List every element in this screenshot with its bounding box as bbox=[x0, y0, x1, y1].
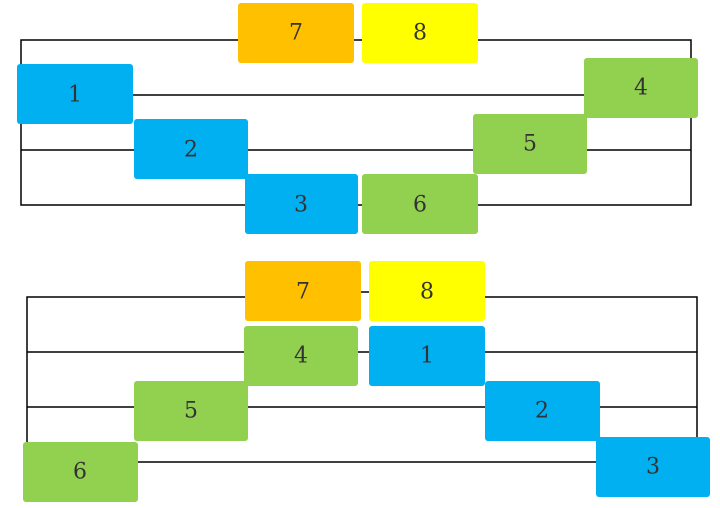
bottom-block-8: 8 bbox=[369, 261, 485, 321]
top-block-2-label: 2 bbox=[184, 138, 198, 163]
bottom-block-7-box bbox=[245, 261, 361, 321]
top-block-7-box bbox=[238, 3, 354, 63]
top-block-6-label: 6 bbox=[413, 193, 427, 218]
top-block-6: 6 bbox=[362, 174, 478, 234]
top-block-8: 8 bbox=[362, 3, 478, 63]
top-block-7-label: 7 bbox=[289, 21, 303, 46]
top-block-1: 1 bbox=[17, 64, 133, 124]
bottom-diagram: 7 8 4 1 5 2 6 3 bbox=[23, 261, 710, 502]
top-block-7: 7 bbox=[238, 3, 354, 63]
bottom-block-4-label: 4 bbox=[294, 344, 308, 369]
bottom-block-7: 7 bbox=[245, 261, 361, 321]
bottom-block-1-label: 1 bbox=[420, 344, 434, 369]
bottom-block-6: 6 bbox=[23, 442, 138, 502]
bottom-block-2-box bbox=[485, 381, 600, 441]
top-block-4-box bbox=[584, 58, 698, 118]
top-block-3-label: 3 bbox=[294, 193, 308, 218]
top-block-1-label: 1 bbox=[68, 83, 82, 108]
top-block-2: 2 bbox=[134, 119, 248, 179]
top-block-2-box bbox=[134, 119, 248, 179]
top-block-8-label: 8 bbox=[413, 21, 427, 46]
top-block-8-box bbox=[362, 3, 478, 63]
top-block-1-box bbox=[17, 64, 133, 124]
bottom-block-6-label: 6 bbox=[73, 460, 87, 485]
bottom-block-7-label: 7 bbox=[296, 280, 310, 305]
top-outer-frame-right bbox=[478, 39, 692, 206]
bottom-block-5: 5 bbox=[134, 381, 248, 441]
bottom-block-2-label: 2 bbox=[535, 399, 549, 424]
bottom-block-3-box bbox=[596, 437, 710, 497]
top-block-5-label: 5 bbox=[523, 132, 537, 157]
top-diagram: 7 8 1 4 2 5 3 6 bbox=[17, 3, 698, 234]
top-block-3-box bbox=[245, 174, 358, 234]
top-block-5: 5 bbox=[473, 114, 587, 174]
top-block-3: 3 bbox=[245, 174, 358, 234]
bottom-block-6-box bbox=[23, 442, 138, 502]
bottom-block-5-box bbox=[134, 381, 248, 441]
bottom-outer-frame-right bbox=[485, 296, 698, 437]
top-block-4-label: 4 bbox=[634, 76, 648, 101]
bottom-outer-frame-left bbox=[26, 296, 245, 442]
bottom-block-2: 2 bbox=[485, 381, 600, 441]
bottom-block-1-box bbox=[369, 326, 485, 386]
top-block-5-box bbox=[473, 114, 587, 174]
bottom-block-5-label: 5 bbox=[184, 399, 198, 424]
bottom-block-8-label: 8 bbox=[420, 280, 434, 305]
bottom-block-3: 3 bbox=[596, 437, 710, 497]
bottom-block-8-box bbox=[369, 261, 485, 321]
top-block-6-box bbox=[362, 174, 478, 234]
bottom-block-1: 1 bbox=[369, 326, 485, 386]
bottom-block-4-box bbox=[244, 326, 358, 386]
top-block-4: 4 bbox=[584, 58, 698, 118]
bottom-block-3-label: 3 bbox=[646, 455, 660, 480]
bottom-block-4: 4 bbox=[244, 326, 358, 386]
